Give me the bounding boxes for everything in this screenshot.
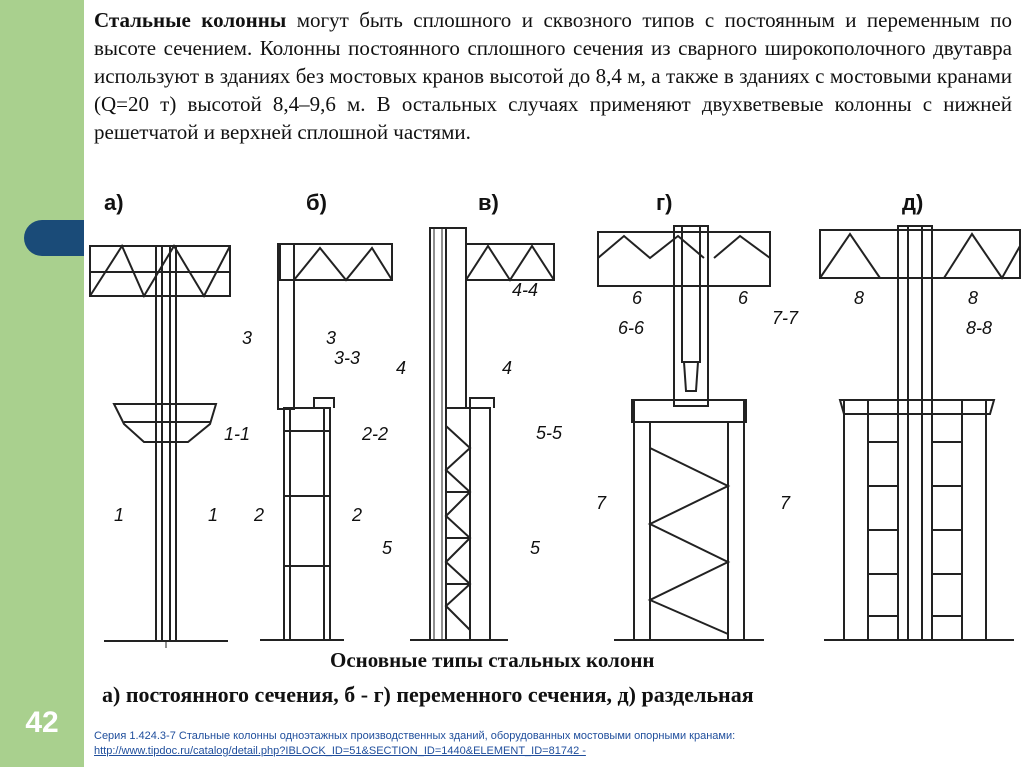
section-label: 2-2 [361,424,388,444]
panel-c-column [410,227,555,641]
section-mark: 8 [854,288,864,308]
section-label: 4-4 [512,280,538,300]
paragraph-lead: Стальные колонны [94,8,287,32]
sidebar [0,0,84,767]
section-label: 3-3 [334,348,360,368]
section-mark: 1 [208,505,218,525]
section-mark: 4 [502,358,512,378]
section-mark: 6 [632,288,643,308]
panel-e-column [819,225,1021,641]
section-label: 7-7 [772,308,799,328]
panel-label: а) [104,190,124,215]
section-mark: 6 [738,288,749,308]
panel-label: г) [656,190,673,215]
panel-label: д) [902,190,923,215]
source-link[interactable]: http://www.tipdoc.ru/catalog/detail.php?… [94,745,586,757]
section-mark: 8 [968,288,978,308]
source-citation: Серия 1.424.3-7 Стальные колонны одноэта… [94,730,736,742]
intro-paragraph: Стальные колонны могут быть сплошного и … [94,6,1012,146]
panel-d-column [597,225,771,641]
section-mark: 3 [242,328,252,348]
section-label: 8-8 [966,318,992,338]
panel-b-column [260,243,393,641]
section-label: 6-6 [618,318,645,338]
figure-caption-title: Основные типы стальных колонн [330,648,655,672]
section-mark: 5 [530,538,541,558]
section-mark: 2 [253,505,264,525]
section-label: 5-5 [536,423,563,443]
panel-label: б) [306,190,327,215]
paragraph-text: могут быть сплошного и сквозного типов с… [94,8,1012,144]
section-mark: 2 [351,505,362,525]
column-types-drawing: а) б) в) г) д) 1 1 2 2 3 3 4 4 5 5 6 6 7 7 8 8 1-1 2-2 3-3 4-4 5-… [89,190,1021,648]
sidebar-tab-marker [24,220,84,256]
section-mark: 7 [780,493,791,513]
panel-label: в) [478,190,499,215]
slide-number: 42 [25,706,59,739]
source-footnote: Серия 1.424.3-7 Стальные колонны одноэта… [94,729,1014,759]
section-mark: 7 [596,493,607,513]
section-mark: 3 [326,328,336,348]
section-mark: 1 [114,505,124,525]
section-label: 1-1 [224,424,250,444]
section-mark: 4 [396,358,406,378]
section-mark: 5 [382,538,393,558]
figure-caption-subtitle: а) постоянного сечения, б - г) переменно… [102,682,754,707]
panel-a-column [89,243,231,648]
